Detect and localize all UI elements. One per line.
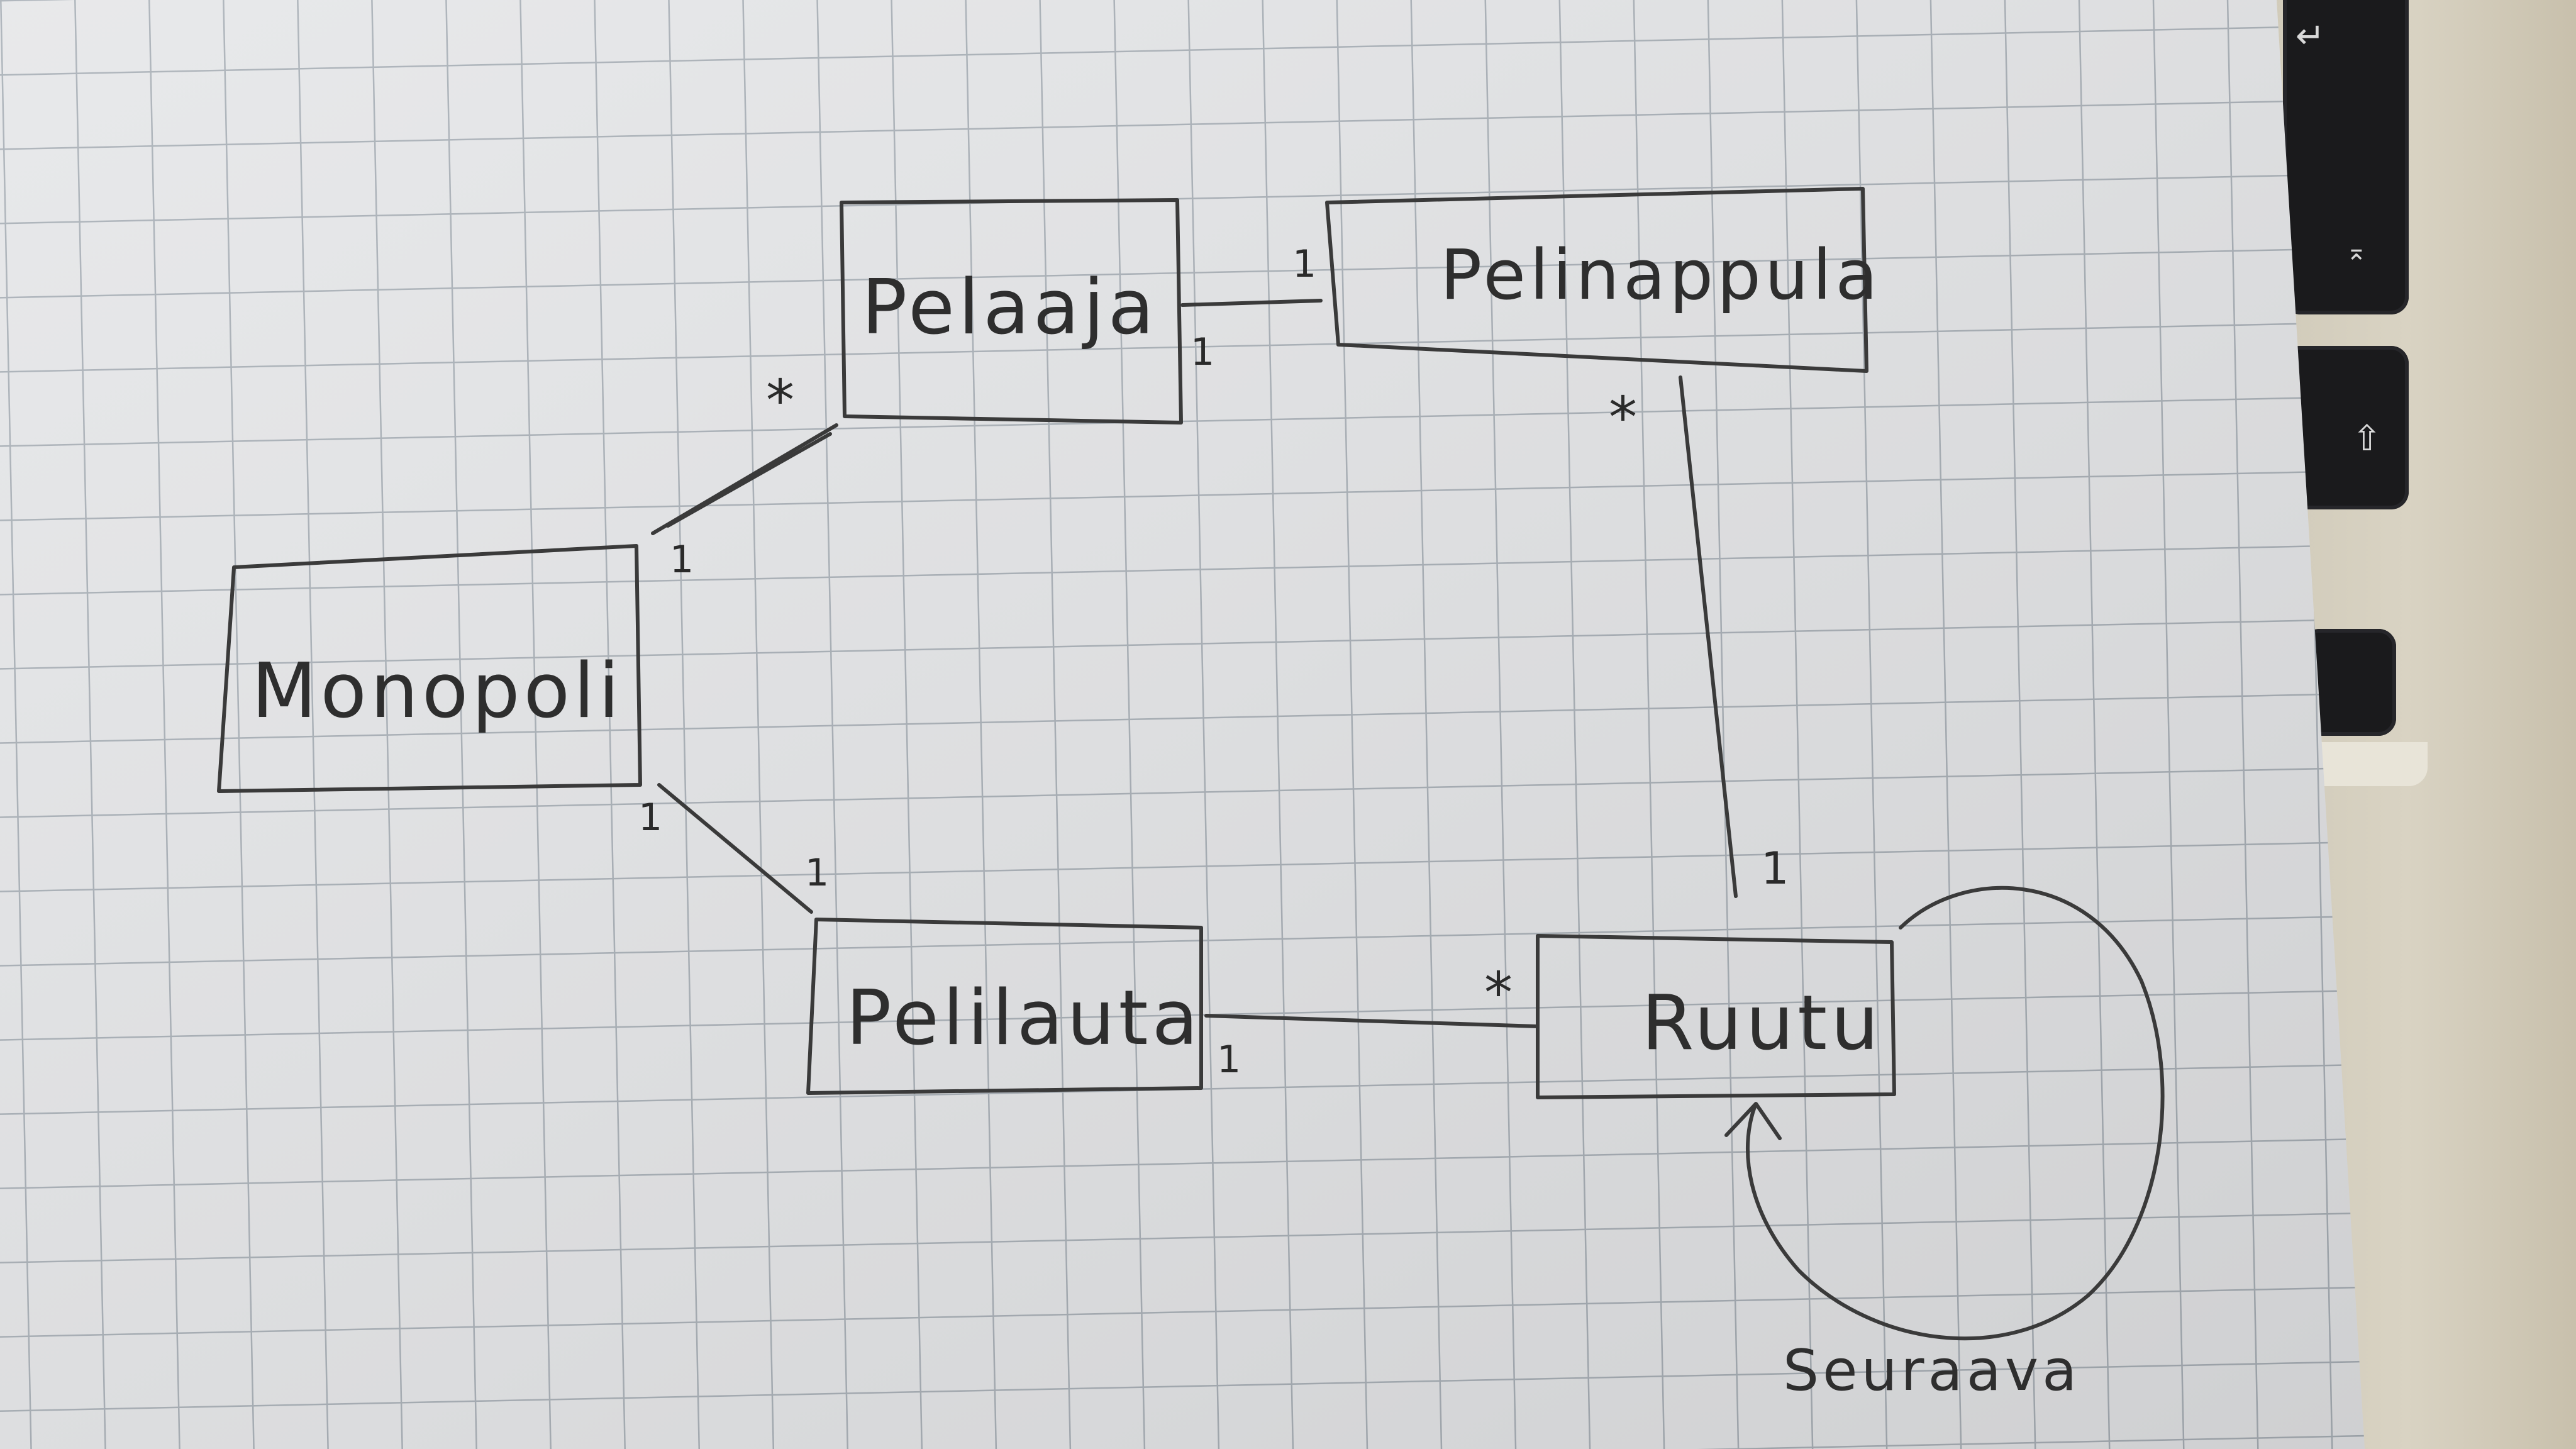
return-icon: ↵ (2296, 16, 2325, 57)
mult-ruutu-from-pelinappula: 1 (1761, 843, 1789, 894)
class-monopoli-label: Monopoli (252, 648, 623, 735)
class-ruutu: Ruutu (1536, 934, 1896, 1099)
class-pelinappula: Pelinappula (1325, 187, 1882, 373)
class-pelaaja-label: Pelaaja (862, 264, 1158, 352)
assoc-pelilauta-ruutu: 1 * (1204, 960, 1540, 1082)
mult-ruutu-from-pelilauta: * (1484, 960, 1513, 1026)
self-association-label: Seuraava (1783, 1338, 2080, 1404)
mult-pelaaja-from-pelinappula: 1 (1191, 330, 1214, 374)
class-monopoli: Monopoli (217, 544, 642, 793)
arrowhead-icon (1724, 1102, 1782, 1140)
class-pelinappula-label: Pelinappula (1440, 235, 1882, 315)
mult-pelaaja-from-monopoli: * (766, 368, 794, 434)
mult-pelinappula-from-ruutu: * (1609, 385, 1637, 451)
mult-monopoli-from-pelilauta: 1 (638, 796, 662, 840)
mult-pelilauta-from-monopoli: 1 (805, 851, 829, 895)
assoc-pelinappula-ruutu: * 1 (1609, 375, 1789, 898)
class-pelilauta-label: Pelilauta (846, 975, 1202, 1062)
assoc-monopoli-pelilauta: 1 1 (638, 783, 829, 914)
mult-pelilauta-from-ruutu: 1 (1217, 1038, 1241, 1082)
laptop-key-enter: ↵ ⌅ (2283, 0, 2409, 314)
class-pelilauta: Pelilauta (806, 918, 1203, 1095)
assoc-pelaaja-pelinappula: 1 1 (1180, 242, 1323, 374)
mult-monopoli-from-pelaaja: 1 (670, 538, 694, 582)
small-key-icon: ⌅ (2346, 237, 2367, 266)
assoc-ruutu-self: Seuraava (1724, 886, 2165, 1404)
assoc-monopoli-pelaaja: * 1 (651, 368, 838, 582)
class-ruutu-label: Ruutu (1641, 980, 1882, 1067)
class-pelaaja: Pelaaja (840, 198, 1183, 425)
mult-pelinappula-from-pelaaja: 1 (1292, 242, 1316, 286)
shift-icon: ⇧ (2352, 418, 2382, 459)
